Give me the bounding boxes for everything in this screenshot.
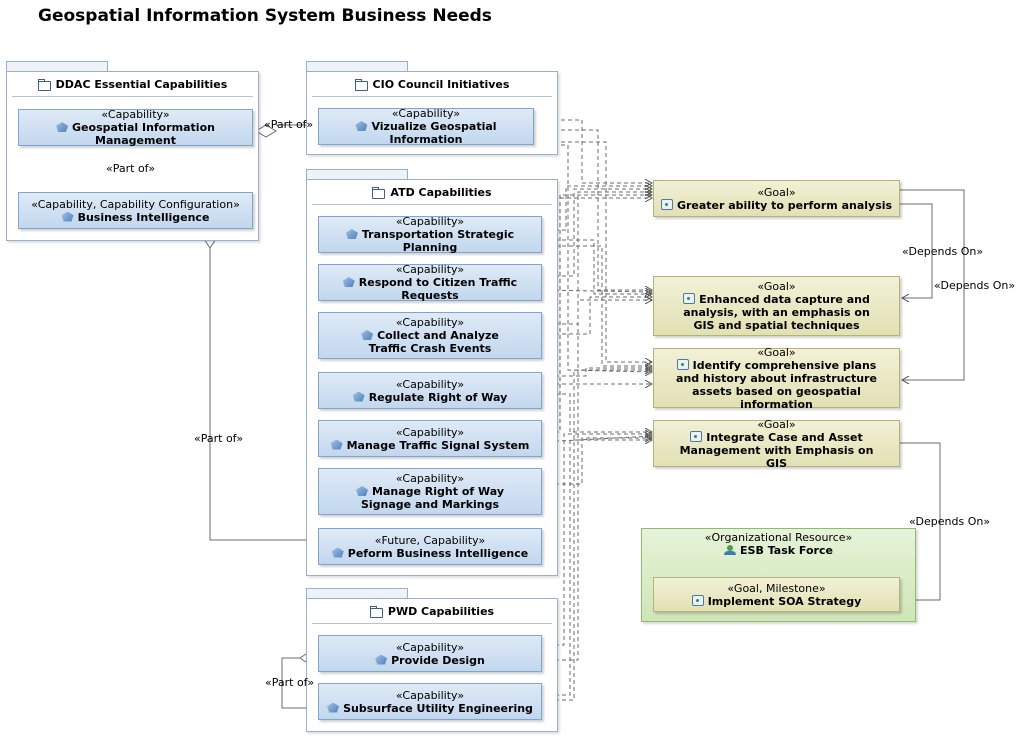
capability-name: Respond to Citizen Traffic Requests [358,276,518,302]
stereotype-label: «Capability» [395,640,465,654]
capability-name: Collect and Analyze Traffic Crash Events [368,329,499,355]
organizational-resource-box[interactable]: «Organizational Resource» ESB Task Force… [641,528,916,622]
part-of-label: «Part of» [106,162,156,175]
capability-box[interactable]: «Capability» Regulate Right of Way [318,372,542,409]
package-tab [6,61,108,72]
capability-name: Vizualize Geospatial Information [371,120,497,146]
capability-icon [327,702,340,713]
diagram-title: Geospatial Information System Business N… [38,6,492,26]
capability-icon [330,439,343,450]
folder-icon [37,78,51,91]
stereotype-label: «Capability» [395,688,465,702]
stereotype-label: «Future, Capability» [374,533,486,547]
goal-box[interactable]: «Goal» Identify comprehensive plans and … [653,345,900,411]
stereotype-label: «Capability» [395,377,465,391]
goal-icon [660,198,673,210]
folder-icon [372,186,386,199]
goal-name: Identify comprehensive plans and history… [676,358,877,411]
capability-box[interactable]: «Future, Capability» Peform Business Int… [318,528,542,565]
goal-name: Integrate Case and Asset Management with… [679,430,874,470]
goal-name: Greater ability to perform analysis [676,198,893,212]
capability-box[interactable]: «Capability» Collect and Analyze Traffic… [318,312,542,359]
package-header: DDAC Essential Capabilities [7,72,258,97]
capability-name: Peform Business Intelligence [347,546,529,560]
capability-icon [375,654,388,665]
org-name: ESB Task Force [740,544,833,557]
org-header: «Organizational Resource» ESB Task Force [642,531,915,557]
part-of-label: «Part of» [194,432,244,445]
stereotype-label: «Goal» [757,417,796,431]
capability-name: Business Intelligence [77,210,210,224]
capability-name: Transportation Strategic Planning [361,228,515,254]
package-tab [306,61,408,72]
package-title: ATD Capabilities [390,186,492,199]
goal-icon [676,358,689,370]
capability-box[interactable]: «Capability» Transportation Strategic Pl… [318,215,542,254]
capability-box[interactable]: «Capability» Geospatial Information Mana… [18,108,253,147]
capability-icon [331,547,344,558]
goal-box[interactable]: «Goal» Enhanced data capture and analysi… [653,276,900,336]
stereotype-label: «Organizational Resource» [704,531,853,544]
capability-icon [342,277,355,287]
milestone-box[interactable]: «Goal, Milestone» Implement SOA Strategy [653,577,900,612]
package-tab [306,169,408,180]
capability-box[interactable]: «Capability» Manage Right of Way Signage… [318,468,542,515]
package-title: DDAC Essential Capabilities [55,78,228,91]
goal-icon [683,293,696,304]
capability-icon [361,330,374,340]
capability-box[interactable]: «Capability» Subsurface Utility Engineer… [318,683,542,720]
package-tab [306,588,408,599]
stereotype-label: «Capability» [395,316,465,329]
folder-icon [369,605,383,618]
capability-name: Geospatial Information Management [72,121,215,147]
milestone-name: Implement SOA Strategy [707,594,862,608]
depends-on-label: «Depends On» [934,279,1016,292]
stereotype-label: «Capability» [395,263,465,276]
goal-box[interactable]: «Goal» Integrate Case and Asset Manageme… [653,417,900,470]
stereotype-label: «Capability, Capability Configuration» [31,197,240,211]
part-of-label: «Part of» [265,676,315,689]
capability-icon [56,122,69,132]
goal-box[interactable]: «Goal» Greater ability to perform analys… [653,180,900,217]
capability-name: Regulate Right of Way [368,390,508,404]
capability-name: Subsurface Utility Engineering [343,701,533,715]
package-header: PWD Capabilities [307,599,557,624]
capability-box[interactable]: «Capability» Provide Design [318,635,542,672]
capability-icon [355,121,368,131]
depends-on-label: «Depends On» [909,515,991,528]
capability-icon [61,211,74,222]
goal-icon [690,430,703,442]
stereotype-label: «Capability» [395,215,465,228]
package-header: CIO Council Initiatives [307,72,557,97]
stereotype-label: «Capability» [101,108,170,121]
stereotype-label: «Goal, Milestone» [727,581,826,595]
stereotype-label: «Goal» [757,280,796,293]
capability-icon [356,486,368,496]
stereotype-label: «Goal» [757,345,796,359]
capability-box[interactable]: «Capability» Vizualize Geospatial Inform… [318,107,534,146]
capability-name: Manage Right of Way Signage and Markings [360,485,504,511]
capability-box[interactable]: «Capability» Manage Traffic Signal Syste… [318,420,542,457]
stereotype-label: «Capability» [395,425,465,439]
stereotype-label: «Goal» [757,185,796,199]
package-title: CIO Council Initiatives [372,78,510,91]
stereotype-label: «Capability» [391,107,461,120]
capability-icon [345,229,358,239]
part-of-connector[interactable] [203,229,318,541]
capability-name: Manage Traffic Signal System [346,438,530,452]
goal-name: Enhanced data capture and analysis, with… [683,293,870,332]
depends-on-connectors[interactable] [899,189,965,600]
goal-icon [691,594,704,606]
team-icon [724,545,737,555]
stereotype-label: «Capability» [395,472,465,485]
package-title: PWD Capabilities [387,605,495,618]
folder-icon [354,78,368,91]
capability-box[interactable]: «Capability» Respond to Citizen Traffic … [318,263,542,302]
part-of-label: «Part of» [264,118,314,131]
package-header: ATD Capabilities [307,180,557,205]
capability-icon [352,391,365,402]
depends-on-label: «Depends On» [902,245,984,258]
capability-name: Provide Design [391,653,485,667]
capability-box[interactable]: «Capability, Capability Configuration» B… [18,192,253,229]
